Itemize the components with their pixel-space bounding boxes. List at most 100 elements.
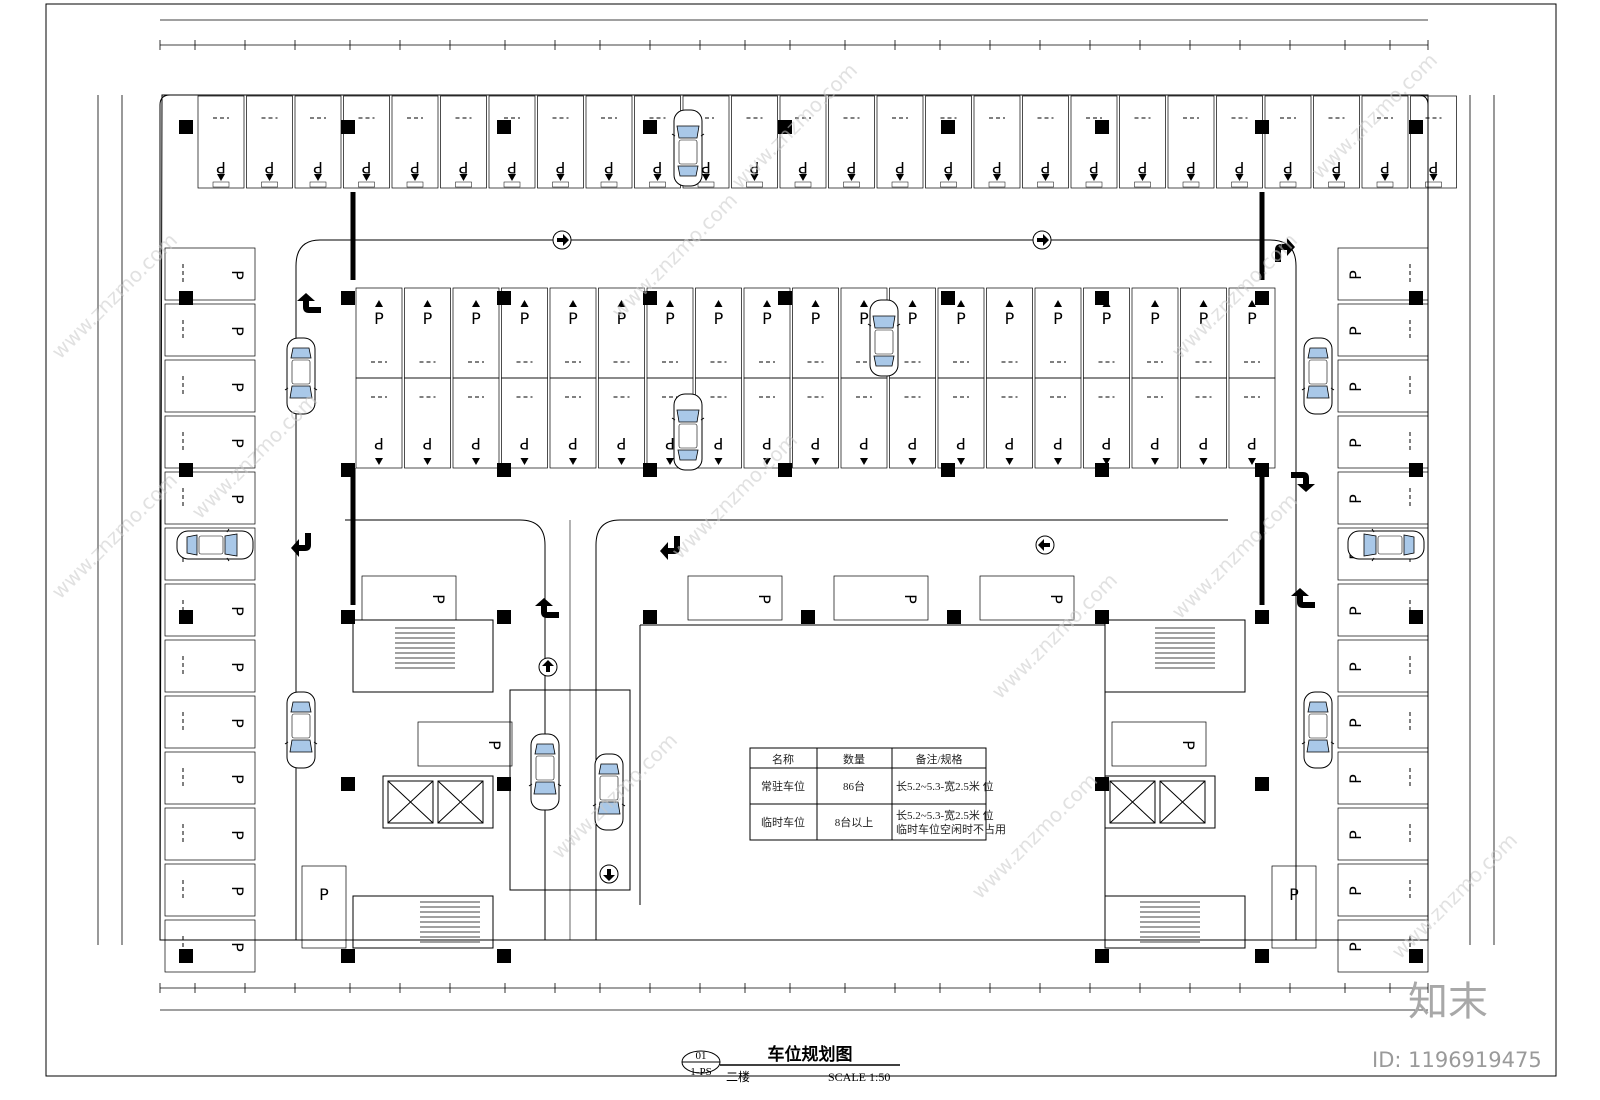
column [947,610,961,624]
stall-top: P [246,95,293,189]
stall-special: P [417,721,513,767]
stall-top: P [1119,95,1166,189]
svg-text:P: P [429,594,448,604]
column [1255,463,1269,477]
turn-arrow-icon [1291,588,1315,608]
svg-text:P: P [228,270,247,280]
svg-text:P: P [1428,158,1438,177]
column [1409,949,1423,963]
svg-text:P: P [1346,326,1365,336]
drawing-frame [45,3,1557,1077]
svg-text:P: P [908,309,918,328]
staircases [395,627,1215,943]
stall-center: PP [1083,287,1130,469]
svg-text:P: P [859,309,869,328]
svg-text:P: P [555,158,565,177]
legend-row2-spec-line1: 长5.2~5.3-宽2.5米 位 [896,808,994,822]
watermark-text: www.znzmo.com [1167,228,1303,364]
flow-arrow-icon [599,864,619,884]
svg-text:P: P [604,158,614,177]
column [179,463,193,477]
stall-center: PP [1228,287,1276,469]
svg-text:P: P [1289,885,1299,904]
car-icon [528,733,562,811]
svg-text:P: P [901,594,920,604]
legend-row2-qty: 8台以上 [835,815,874,829]
svg-text:P: P [485,740,504,750]
watermark-text: www.znzmo.com [47,468,183,604]
svg-text:P: P [228,942,247,952]
stall-right: P [1337,303,1429,357]
svg-text:P: P [859,434,869,453]
legend-header-qty: 数量 [843,753,865,766]
stall-center: PP [1131,287,1179,469]
column [1255,949,1269,963]
stall-left: P [164,359,256,413]
structural-columns [179,120,1423,963]
stall-top: P [876,95,924,189]
drawing-number: 01 [696,1050,707,1062]
core-left [352,619,631,949]
stall-top: P [1022,95,1069,189]
stall-right: P [1337,639,1429,693]
stall-top: P [1216,95,1263,189]
stall-center: PP [501,287,548,469]
column [341,610,355,624]
stall-special: P [361,575,457,621]
stall-top: P [585,95,633,189]
legend-row1-spec: 长5.2~5.3-宽2.5米 位 [896,779,994,793]
column [778,291,792,305]
svg-text:P: P [228,326,247,336]
svg-text:P: P [713,434,723,453]
svg-text:P: P [228,606,247,616]
stall-top: P [294,95,342,189]
svg-text:P: P [1047,594,1066,604]
stall-top: P [537,95,584,189]
stall-center: PP [549,287,597,469]
svg-text:P: P [956,434,966,453]
stall-left: P [164,863,256,917]
car-icon [867,299,901,377]
stall-left: P [164,303,256,357]
svg-text:P: P [755,594,774,604]
stall-top: P [828,95,875,189]
svg-text:P: P [1137,158,1147,177]
svg-text:P: P [1234,158,1244,177]
column [1255,610,1269,624]
sheet-code: 1-PS [690,1066,711,1078]
svg-text:P: P [422,434,432,453]
svg-text:P: P [361,158,371,177]
svg-text:P: P [956,309,966,328]
flow-arrow-icon [1032,230,1052,250]
svg-text:P: P [1346,886,1365,896]
stall-top: P [779,95,827,189]
column [1255,291,1269,305]
watermark-text: www.znzmo.com [727,58,863,194]
svg-text:P: P [568,434,578,453]
stall-center: PP [404,287,451,469]
column [1255,120,1269,134]
column [497,463,511,477]
stall-left: P [164,751,256,805]
stall-left: P [164,415,256,469]
svg-text:P: P [798,158,808,177]
svg-text:P: P [1053,309,1063,328]
svg-text:P: P [520,309,530,328]
stall-top: P [925,95,972,189]
column [497,291,511,305]
column [1409,291,1423,305]
legend-table: 名称 数量 备注/规格 常驻车位 86台 长5.2~5.3-宽2.5米 位 临时… [749,747,1006,841]
svg-text:P: P [228,886,247,896]
svg-text:P: P [1150,434,1160,453]
car-icon [176,528,254,562]
svg-text:P: P [1005,309,1015,328]
stall-top: P [1361,95,1409,189]
stall-right: P [1337,695,1429,749]
svg-text:P: P [1283,158,1293,177]
watermark-text: www.znzmo.com [607,188,743,324]
stall-top: P [343,95,390,189]
svg-text:P: P [992,158,1002,177]
watermark-text: www.znzmo.com [987,568,1123,704]
svg-text:P: P [1346,718,1365,728]
